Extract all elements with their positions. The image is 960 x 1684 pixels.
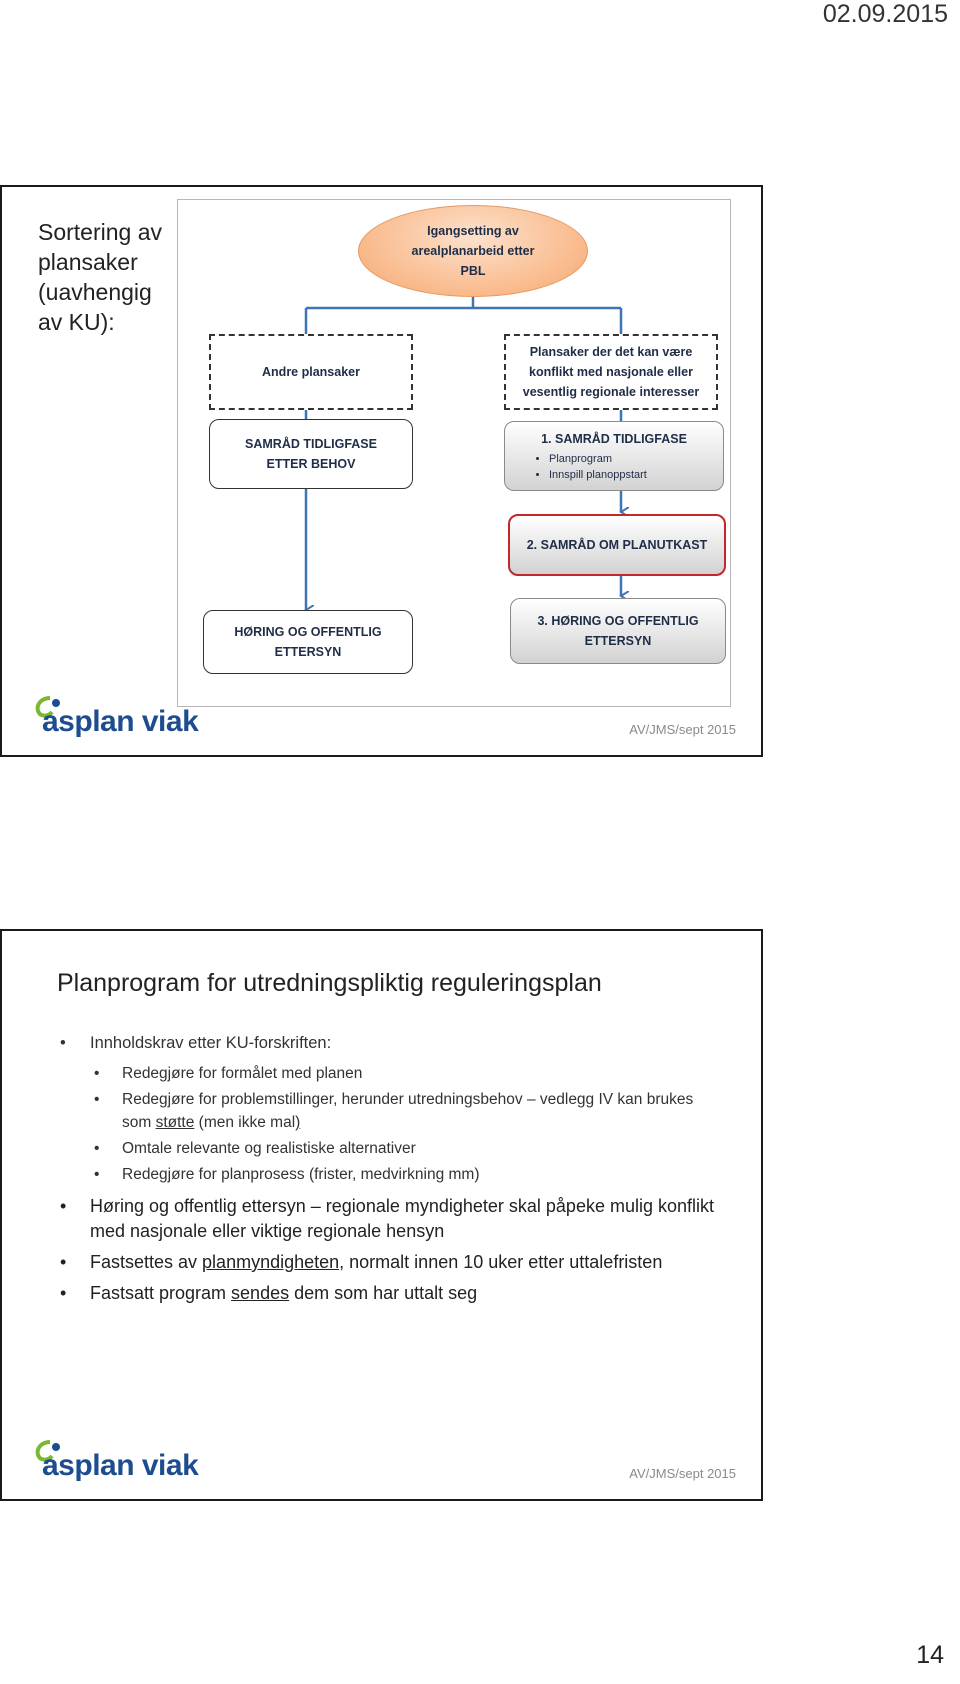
right-step-1-item: Innspill planoppstart (549, 467, 723, 483)
right-step-3: 3. HØRING OG OFFENTLIG ETTERSYN (510, 598, 726, 664)
category-other-plans-label: Andre plansaker (262, 365, 360, 379)
sub-bullet-item: Redegjøre for planprosess (frister, medv… (60, 1163, 720, 1186)
bullet-list: Innholdskrav etter KU-forskriften: Redeg… (60, 1031, 720, 1312)
logo-text: asplan viak (42, 1449, 199, 1482)
sub-bullet-item: Redegjøre for formålet med planen (60, 1062, 720, 1085)
category-other-plans: Andre plansaker (209, 334, 413, 410)
left-step-samrad: SAMRÅD TIDLIGFASE ETTER BEHOV (209, 419, 413, 489)
bullet-text: , normalt innen 10 uker etter uttalefris… (339, 1252, 663, 1272)
asplan-viak-logo: asplan viak (26, 1439, 199, 1489)
left-step-hoering-label: HØRING OG OFFENTLIG ETTERSYN (234, 625, 382, 659)
page-number: 14 (916, 1641, 944, 1669)
slide-title: Planprogram for utredningspliktig regule… (57, 969, 602, 997)
bullet-text: Fastsettes av (90, 1252, 203, 1272)
print-date: 02.09.2015 (822, 0, 948, 28)
bullet-text: dem som har uttalt seg (289, 1283, 478, 1303)
underlined-text: ) (295, 1114, 301, 1131)
underlined-text: planmyndigheten (202, 1252, 340, 1272)
slide-footer: AV/JMS/sept 2015 (629, 722, 736, 737)
sub-bullet-text: (men ikke mal (194, 1114, 296, 1131)
underlined-text: sendes (231, 1283, 290, 1303)
sub-bullet-text: Redegjøre for problemstillinger, herunde… (122, 1091, 694, 1131)
asplan-viak-logo: asplan viak (26, 695, 199, 745)
left-step-samrad-label: SAMRÅD TIDLIGFASE ETTER BEHOV (245, 437, 377, 471)
right-step-1: 1. SAMRÅD TIDLIGFASE Planprogram Innspil… (504, 421, 724, 491)
bullet-item: Fastsettes av planmyndigheten, normalt i… (60, 1250, 720, 1275)
slide-sortering: Sortering av plansaker (uavhengig av KU)… (0, 185, 763, 757)
right-step-1-list: Planprogram Innspill planoppstart (505, 451, 723, 483)
bullet-item: Fastsatt program sendes dem som har utta… (60, 1281, 720, 1306)
right-step-1-item: Planprogram (549, 451, 723, 467)
bullet-text: Fastsatt program (90, 1283, 232, 1303)
logo-text: asplan viak (42, 705, 199, 738)
flowchart-connectors (178, 297, 730, 706)
start-node-label: Igangsetting av arealplanarbeid etter PB… (411, 224, 535, 278)
bullet-item: Innholdskrav etter KU-forskriften: (60, 1031, 720, 1056)
logo-mark-icon (35, 696, 60, 718)
category-conflict-plans: Plansaker der det kan være konflikt med … (504, 334, 718, 410)
start-node: Igangsetting av arealplanarbeid etter PB… (358, 205, 588, 297)
right-step-1-label: 1. SAMRÅD TIDLIGFASE (541, 432, 687, 446)
slide-side-title: Sortering av plansaker (uavhengig av KU)… (38, 219, 163, 335)
sub-bullet-item: Redegjøre for problemstillinger, herunde… (60, 1088, 720, 1134)
sub-bullet-item: Omtale relevante og realistiske alternat… (60, 1137, 720, 1160)
left-step-hoering: HØRING OG OFFENTLIG ETTERSYN (203, 610, 413, 674)
bullet-item: Høring og offentlig ettersyn – regionale… (60, 1194, 720, 1244)
right-step-3-label: 3. HØRING OG OFFENTLIG ETTERSYN (537, 614, 699, 648)
flowchart: Igangsetting av arealplanarbeid etter PB… (177, 199, 731, 707)
right-step-2: 2. SAMRÅD OM PLANUTKAST (508, 514, 726, 576)
slide-planprogram: Planprogram for utredningspliktig regule… (0, 929, 763, 1501)
category-conflict-plans-label: Plansaker der det kan være konflikt med … (522, 345, 700, 399)
slide-footer: AV/JMS/sept 2015 (629, 1466, 736, 1481)
right-step-2-label: 2. SAMRÅD OM PLANUTKAST (526, 538, 708, 552)
underlined-text: støtte (155, 1114, 195, 1131)
logo-mark-icon (35, 1440, 60, 1462)
